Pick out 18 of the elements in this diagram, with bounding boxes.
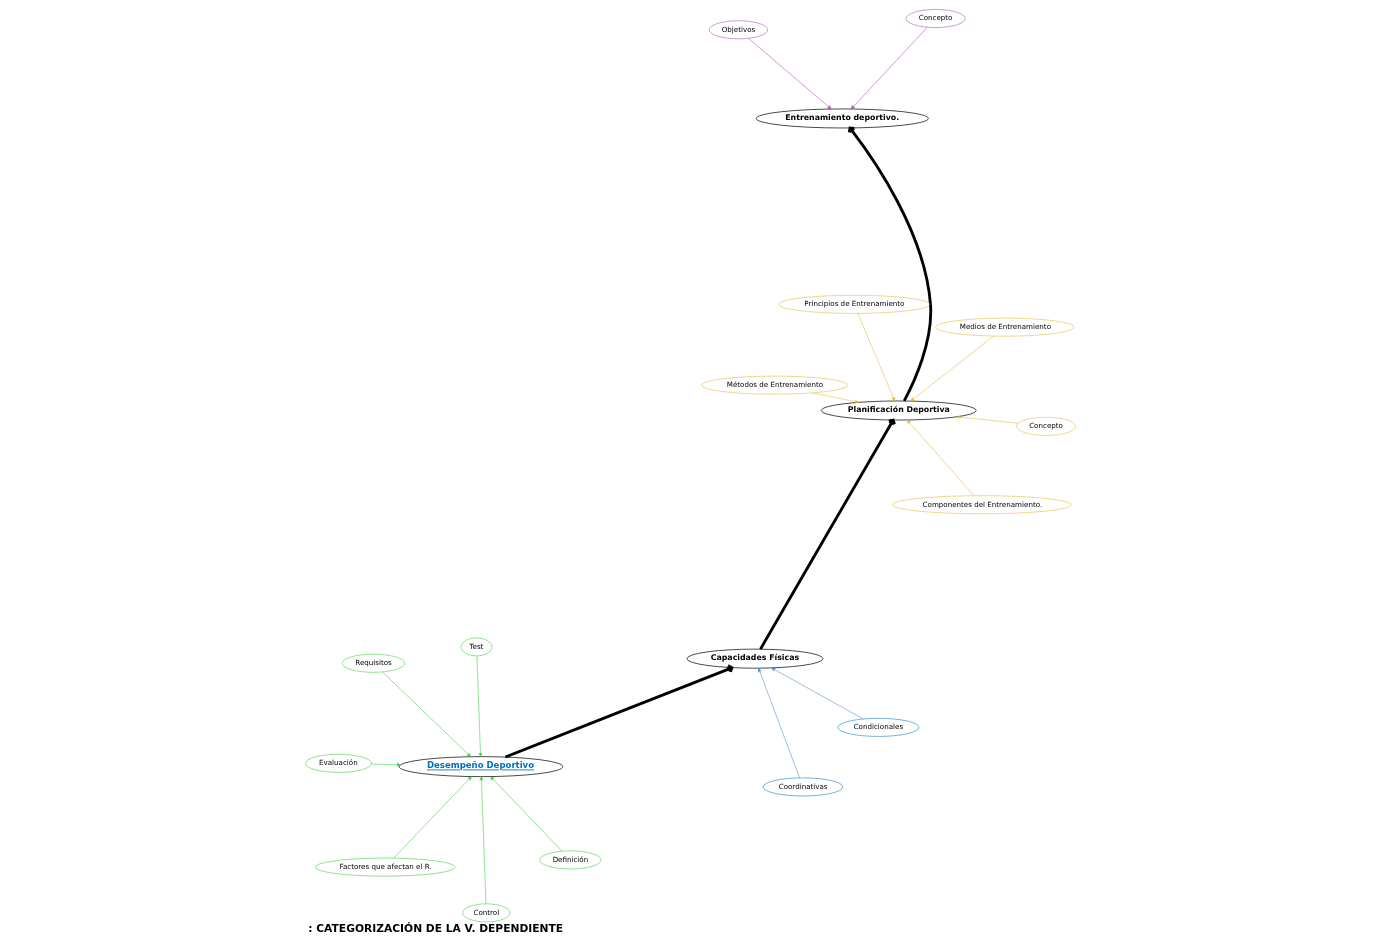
arrow — [910, 335, 994, 402]
arrow — [847, 126, 933, 402]
arrow — [748, 38, 832, 110]
arrow — [758, 668, 800, 779]
arrow — [371, 762, 401, 767]
arrow — [906, 419, 975, 496]
arrow — [490, 776, 563, 852]
arrow — [382, 671, 471, 757]
arrow — [771, 667, 864, 720]
arrow — [476, 655, 483, 757]
arrow — [850, 27, 928, 110]
arrow — [504, 664, 734, 759]
caption: : CATEGORIZACIÓN DE LA V. DEPENDIENTE — [308, 921, 564, 935]
arrow — [759, 418, 896, 650]
arrow — [857, 313, 896, 402]
arrow — [393, 776, 472, 859]
arrow — [957, 415, 1019, 424]
arrow — [479, 776, 487, 904]
